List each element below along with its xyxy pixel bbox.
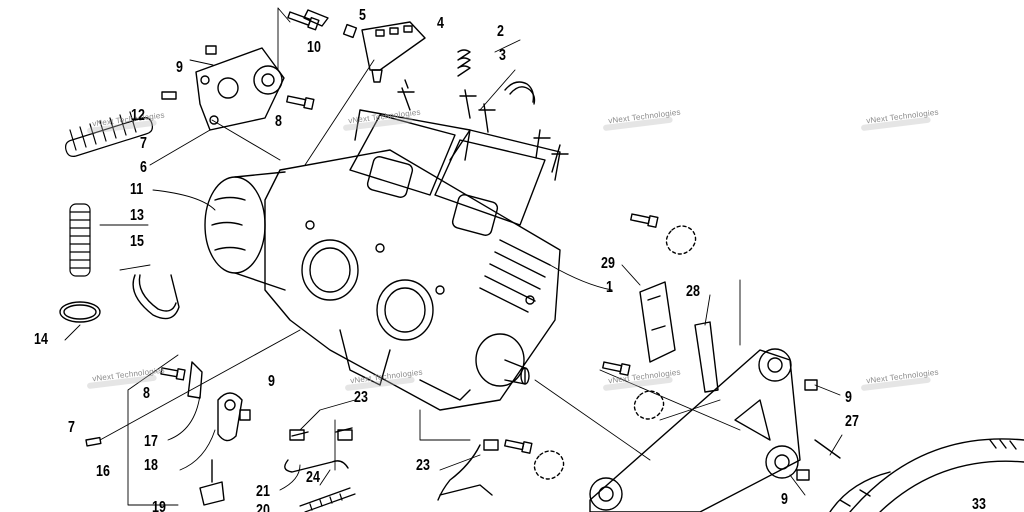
callout: 28 xyxy=(686,283,700,300)
pin-27 xyxy=(814,439,841,459)
callout: 14 xyxy=(34,331,48,348)
callout: 7 xyxy=(68,419,75,436)
drive-belt-33 xyxy=(829,438,1024,512)
callout: 15 xyxy=(130,233,144,250)
mount-plate xyxy=(589,348,801,512)
callout: 8 xyxy=(143,385,150,402)
callout: 6 xyxy=(140,159,147,176)
callout: 9 xyxy=(268,373,275,390)
mount-bracket-6 xyxy=(195,47,285,131)
callout: 9 xyxy=(845,389,852,406)
bolt-7-lower xyxy=(85,436,102,447)
callout: 21 xyxy=(256,483,270,500)
callout: 9 xyxy=(176,59,183,76)
bolt-lower xyxy=(504,439,533,454)
callout: 33 xyxy=(972,496,986,512)
leader-lines xyxy=(64,7,843,506)
callout: 3 xyxy=(499,47,506,64)
bolt-9-top xyxy=(205,45,217,55)
callout: 10 xyxy=(307,39,321,56)
callout: 18 xyxy=(144,457,158,474)
callout: 8 xyxy=(275,113,282,130)
callout: 9 xyxy=(781,491,788,508)
callout: 17 xyxy=(144,433,158,450)
callout: 19 xyxy=(152,499,166,512)
gasket-upper xyxy=(665,225,697,255)
hose-21 xyxy=(284,459,349,473)
callout: 5 xyxy=(359,7,366,24)
clamp-23-a xyxy=(289,429,305,441)
nut-9-left xyxy=(239,409,251,421)
clamp-23-b xyxy=(337,429,353,441)
callout: 12 xyxy=(131,107,145,124)
gasket-lower xyxy=(533,450,565,480)
starter-handle-4 xyxy=(361,21,426,83)
hose-lower-23 xyxy=(437,444,481,501)
clamp-15 xyxy=(132,274,180,320)
clip-part xyxy=(303,9,329,27)
hose-3 xyxy=(504,81,536,105)
part-19 xyxy=(199,459,225,506)
callout: 11 xyxy=(130,181,144,198)
callout: 27 xyxy=(845,413,859,430)
spring-2 xyxy=(457,49,471,77)
spring-13 xyxy=(69,203,91,277)
callout: 16 xyxy=(96,463,110,480)
mount-18 xyxy=(217,392,243,442)
callout: 23 xyxy=(354,389,368,406)
callout: 1 xyxy=(606,279,613,296)
engine-block xyxy=(204,79,569,411)
hose-end xyxy=(439,484,493,496)
nut-9-a xyxy=(804,379,818,391)
block-29 xyxy=(639,281,676,363)
callout: 23 xyxy=(416,457,430,474)
bolt-upper-right xyxy=(630,213,659,228)
bolt-10 xyxy=(287,11,320,31)
pulley-part xyxy=(253,65,283,95)
bracket-17 xyxy=(187,361,203,399)
callout: 7 xyxy=(140,135,147,152)
callout: 24 xyxy=(306,469,320,486)
callout: 20 xyxy=(256,502,270,512)
spring-20 xyxy=(299,487,356,512)
gasket-mid xyxy=(633,390,665,420)
callout: 29 xyxy=(601,255,615,272)
callout: 2 xyxy=(497,23,504,40)
bolt-8-top xyxy=(286,95,315,110)
callout: 4 xyxy=(437,15,444,32)
nut-9-b xyxy=(796,469,810,481)
small-part-5 xyxy=(342,23,358,39)
ring-14 xyxy=(59,301,101,323)
clamp-lower xyxy=(483,439,499,451)
bolt-7-top xyxy=(161,91,177,100)
bracket-28 xyxy=(694,321,719,393)
callout: 13 xyxy=(130,207,144,224)
